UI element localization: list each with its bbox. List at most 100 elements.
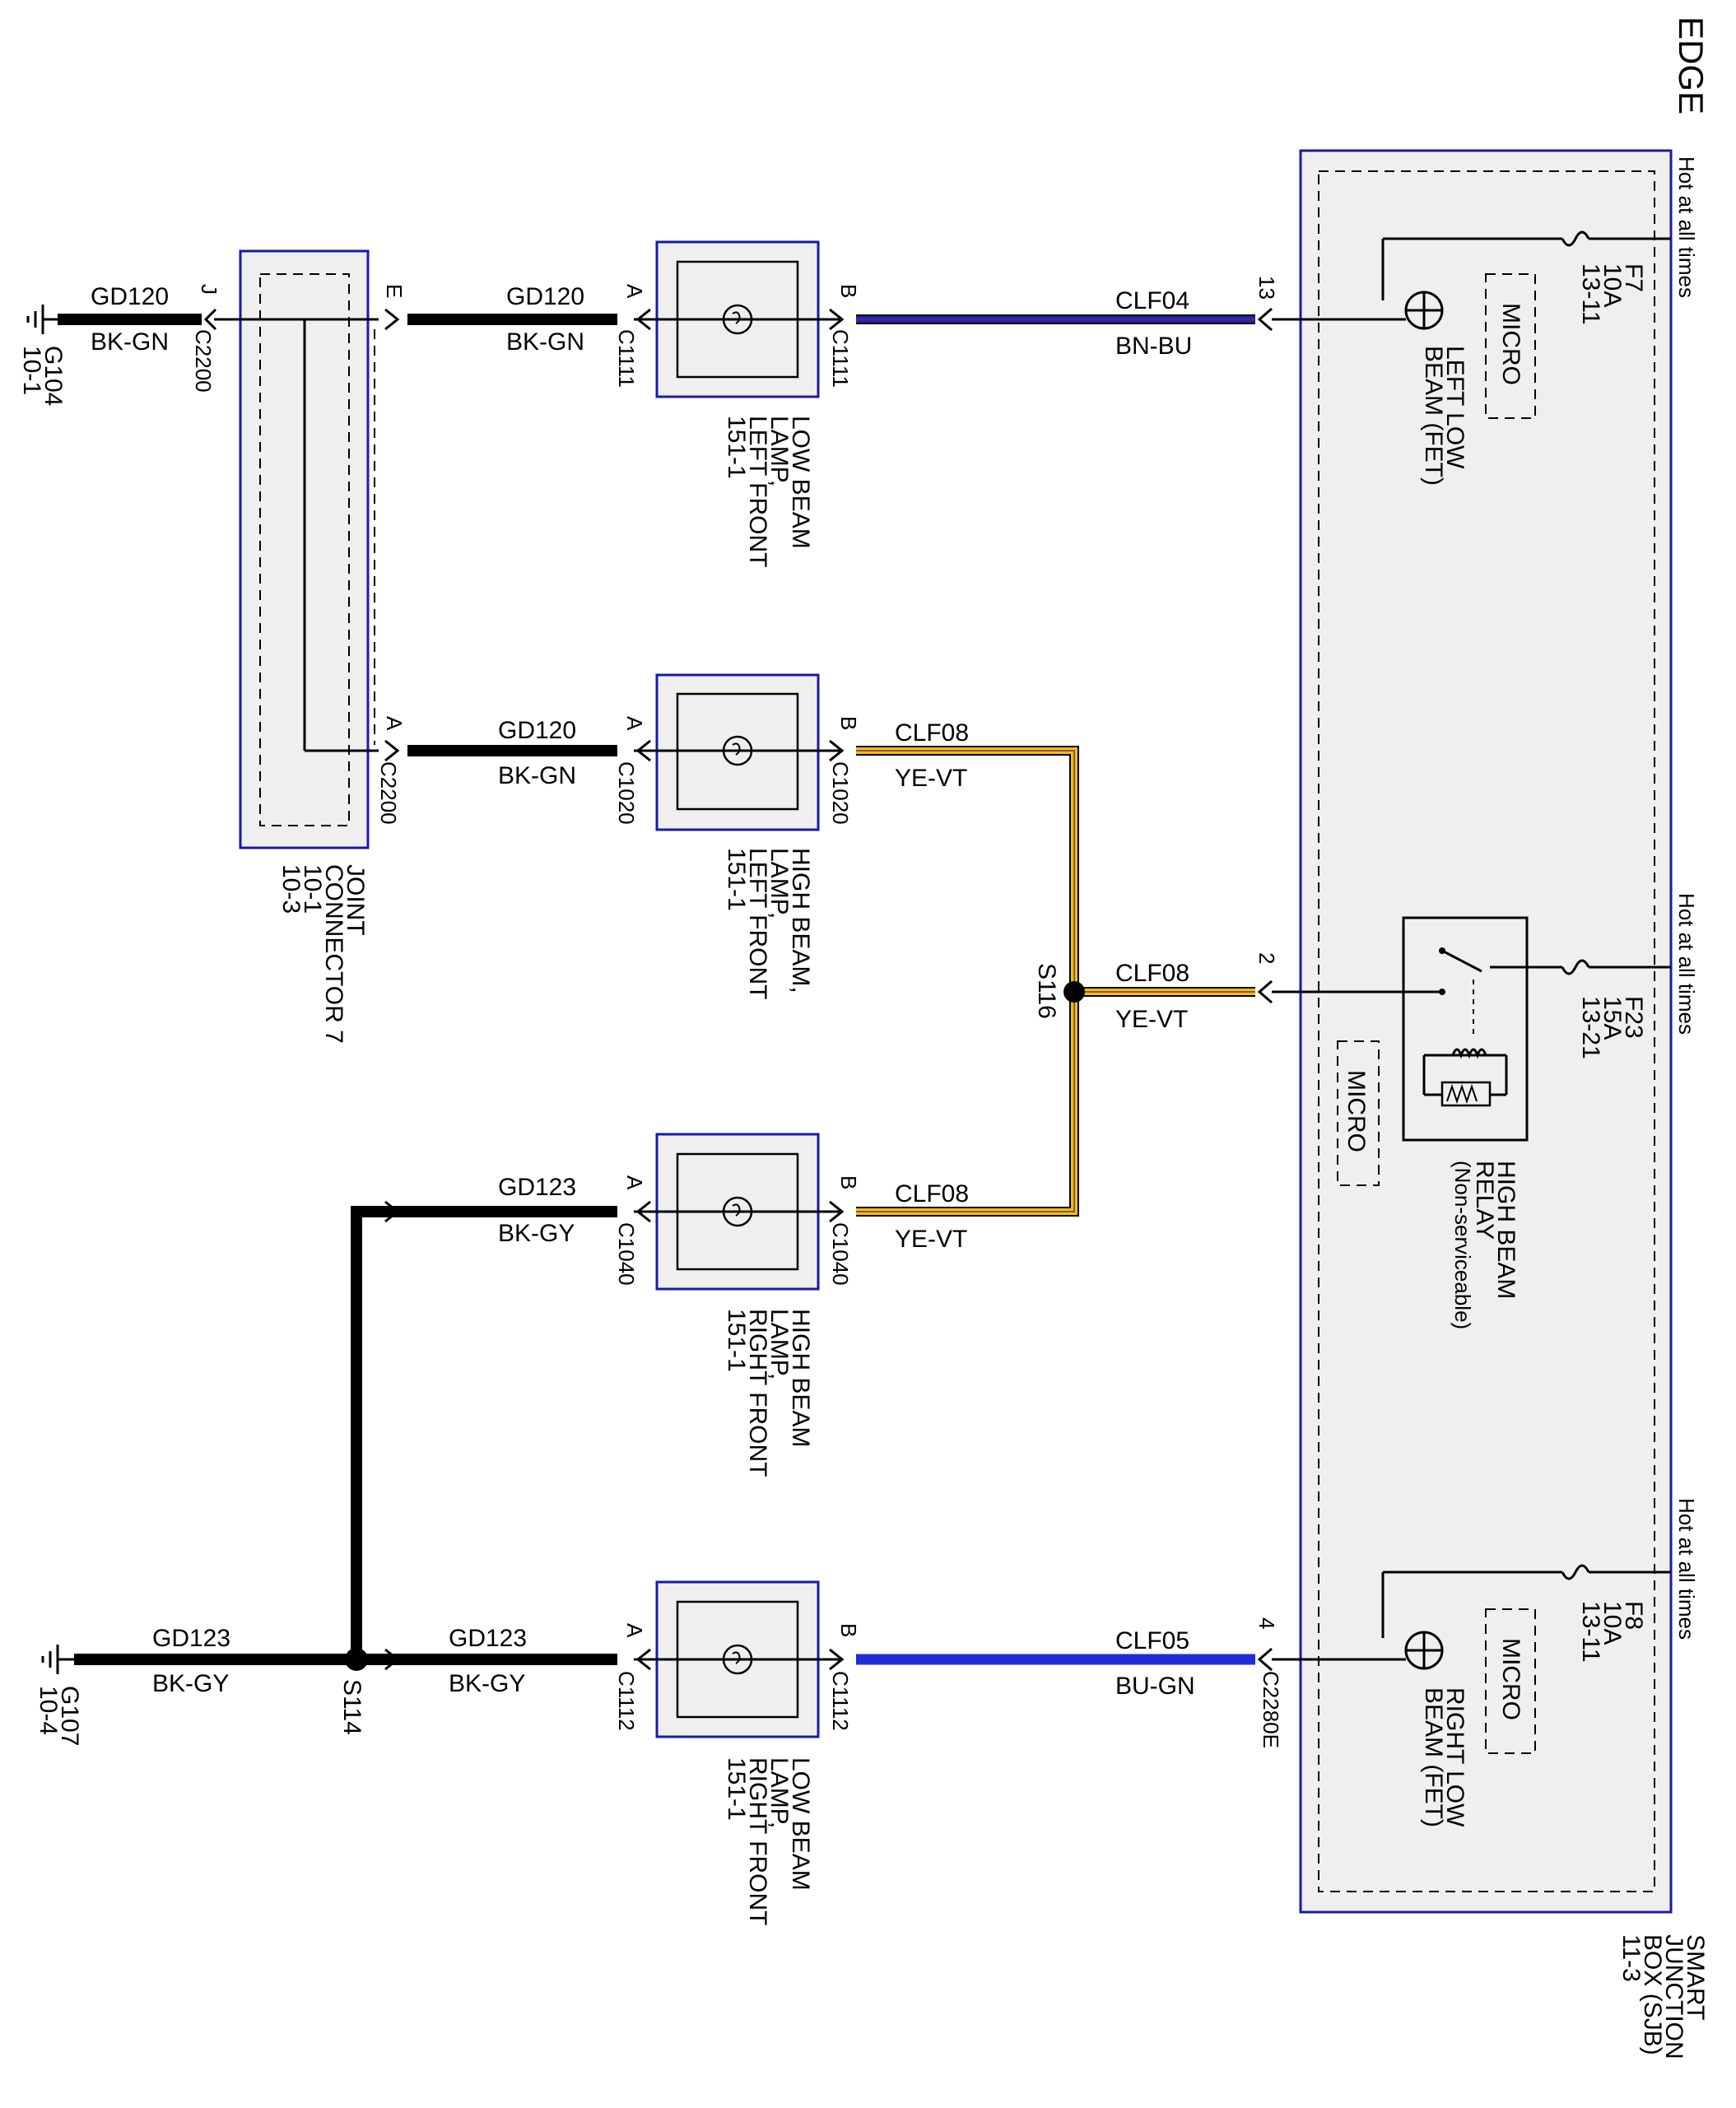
pin-4: 4 bbox=[1254, 1617, 1279, 1629]
svg-text:C1112: C1112 bbox=[614, 1671, 639, 1731]
wire-gd120-high-left: GD120 BK-GN bbox=[384, 717, 617, 789]
svg-text:LAMP,: LAMP, bbox=[766, 416, 793, 486]
svg-text:RIGHT LOW: RIGHT LOW bbox=[1441, 1687, 1468, 1827]
svg-text:C1111: C1111 bbox=[614, 329, 639, 388]
svg-text:BOX (SJB): BOX (SJB) bbox=[1639, 1934, 1666, 2055]
svg-text:151-1: 151-1 bbox=[723, 848, 750, 911]
svg-text:GD123: GD123 bbox=[498, 1174, 576, 1201]
svg-text:C1112: C1112 bbox=[828, 1671, 853, 1731]
svg-text:RIGHT FRONT: RIGHT FRONT bbox=[744, 1309, 771, 1477]
svg-text:YE-VT: YE-VT bbox=[895, 765, 967, 792]
svg-text:LEFT LOW: LEFT LOW bbox=[1441, 346, 1468, 469]
svg-text:BK-GN: BK-GN bbox=[91, 328, 169, 356]
svg-text:C1111: C1111 bbox=[828, 329, 853, 388]
svg-text:RELAY: RELAY bbox=[1471, 1161, 1498, 1240]
svg-text:10-1: 10-1 bbox=[299, 864, 326, 914]
wire-gd120-low-left: GD120 BK-GN bbox=[384, 283, 617, 356]
svg-text:BK-GN: BK-GN bbox=[498, 762, 576, 789]
svg-text:JOINT: JOINT bbox=[342, 864, 369, 936]
svg-text:13-21: 13-21 bbox=[1577, 996, 1604, 1059]
svg-text:A: A bbox=[622, 1175, 647, 1190]
hot-label-2: Hot at all times bbox=[1674, 893, 1699, 1035]
pin-2: 2 bbox=[1254, 952, 1279, 964]
micro-label-1: MICRO bbox=[1497, 303, 1524, 385]
right-low-beam-fet: MICRO RIGHT LOW BEAM (FET) bbox=[1404, 1608, 1536, 1827]
svg-text:HIGH BEAM,: HIGH BEAM, bbox=[787, 848, 814, 994]
svg-text:11-3: 11-3 bbox=[1617, 1934, 1645, 1982]
left-low-beam-fet: MICRO LEFT LOW BEAM (FET) bbox=[1404, 273, 1536, 486]
svg-text:C1020: C1020 bbox=[614, 761, 639, 825]
svg-text:HIGH BEAM: HIGH BEAM bbox=[787, 1309, 814, 1447]
high-beam-relay: HIGH BEAM RELAY (Non-serviceable) bbox=[1402, 916, 1529, 1329]
svg-text:BK-GY: BK-GY bbox=[152, 1670, 229, 1697]
svg-text:GD123: GD123 bbox=[449, 1625, 527, 1652]
svg-text:GD120: GD120 bbox=[498, 717, 576, 744]
fuse-f23: F23 15A 13-21 bbox=[1490, 959, 1647, 1059]
svg-text:BK-GN: BK-GN bbox=[506, 328, 584, 356]
svg-text:151-1: 151-1 bbox=[723, 1309, 750, 1372]
svg-text:151-1: 151-1 bbox=[723, 416, 750, 479]
svg-text:GD120: GD120 bbox=[506, 283, 584, 310]
svg-text:BK-GY: BK-GY bbox=[498, 1220, 575, 1247]
svg-text:GD123: GD123 bbox=[152, 1625, 230, 1652]
svg-text:JUNCTION: JUNCTION bbox=[1660, 1934, 1687, 2059]
svg-text:CLF08: CLF08 bbox=[895, 719, 969, 747]
svg-text:CONNECTOR 7: CONNECTOR 7 bbox=[320, 864, 347, 1044]
svg-text:HIGH BEAM: HIGH BEAM bbox=[1492, 1161, 1520, 1299]
svg-text:F23: F23 bbox=[1620, 996, 1647, 1039]
wire-clf04: CLF04 BN-BU bbox=[856, 287, 1273, 360]
svg-text:LAMP,: LAMP, bbox=[766, 1757, 793, 1828]
svg-text:E: E bbox=[382, 284, 407, 298]
svg-text:F8: F8 bbox=[1620, 1601, 1647, 1630]
micro-label-3: MICRO bbox=[1497, 1638, 1524, 1720]
svg-text:BEAM (FET): BEAM (FET) bbox=[1420, 1687, 1447, 1827]
svg-text:LEFT FRONT: LEFT FRONT bbox=[744, 416, 771, 567]
splice-s116-label: S116 bbox=[1033, 963, 1060, 1019]
svg-text:(Non-serviceable): (Non-serviceable) bbox=[1450, 1161, 1475, 1329]
wire-gd123-high-right: GD123 BK-GY bbox=[351, 1174, 617, 1659]
svg-text:BN-BU: BN-BU bbox=[1115, 333, 1192, 360]
svg-text:J: J bbox=[197, 284, 221, 295]
svg-text:G107: G107 bbox=[56, 1686, 83, 1746]
fuse-f8: F8 10A 13-11 bbox=[1381, 1564, 1647, 1663]
lamp-low-beam-right-front: A B C1112 C1112 LOW BEAM LAMP, RIGHT FRO… bbox=[614, 1580, 861, 1925]
svg-text:BK-GY: BK-GY bbox=[449, 1670, 525, 1697]
svg-text:A: A bbox=[382, 716, 407, 731]
ground-g104: G104 10-1 bbox=[18, 305, 67, 406]
svg-text:LEFT FRONT: LEFT FRONT bbox=[744, 848, 771, 999]
svg-text:BEAM (FET): BEAM (FET) bbox=[1420, 346, 1447, 486]
lamp-low-beam-left-front: A B C1111 C1111 LOW BEAM LAMP, LEFT FRON… bbox=[614, 240, 861, 567]
svg-text:A: A bbox=[622, 284, 647, 299]
splice-s116 bbox=[1063, 981, 1085, 1003]
svg-text:13-11: 13-11 bbox=[1577, 263, 1604, 325]
wire-clf08: S116 CLF08 YE-VT CLF08 YE-VT CLF08 YE-VT bbox=[856, 719, 1273, 1253]
svg-text:A: A bbox=[622, 716, 647, 731]
svg-text:C2200: C2200 bbox=[191, 329, 216, 393]
wire-gd120-ground: GD120 BK-GN bbox=[58, 283, 217, 356]
svg-text:RIGHT FRONT: RIGHT FRONT bbox=[744, 1757, 771, 1925]
hot-label-3: Hot at all times bbox=[1674, 1498, 1699, 1640]
svg-text:CLF08: CLF08 bbox=[1115, 960, 1189, 987]
joint-connector-7: E A J C2200 C2200 JOINT CONNECTOR 7 10-1… bbox=[191, 249, 407, 1044]
svg-text:C1040: C1040 bbox=[828, 1222, 853, 1286]
svg-text:SMART: SMART bbox=[1682, 1934, 1709, 2020]
connector-c2280e: C2280E bbox=[1259, 1671, 1283, 1748]
svg-text:10-4: 10-4 bbox=[35, 1686, 62, 1735]
svg-text:13-11: 13-11 bbox=[1577, 1601, 1604, 1663]
pin-13: 13 bbox=[1254, 276, 1279, 300]
svg-text:B: B bbox=[836, 716, 861, 730]
svg-text:B: B bbox=[836, 284, 861, 298]
svg-text:10A: 10A bbox=[1599, 263, 1626, 307]
svg-text:C2200: C2200 bbox=[376, 761, 401, 825]
svg-text:BU-GN: BU-GN bbox=[1115, 1673, 1195, 1700]
hot-label-1: Hot at all times bbox=[1674, 156, 1699, 298]
svg-text:F7: F7 bbox=[1620, 263, 1647, 292]
lamp-high-beam-left-front: A B C1020 C1020 HIGH BEAM, LAMP, LEFT FR… bbox=[614, 673, 861, 999]
page-title: EDGE bbox=[1672, 16, 1710, 114]
fuse-f7: F7 10A 13-11 bbox=[1381, 230, 1647, 325]
svg-text:C1040: C1040 bbox=[614, 1222, 639, 1286]
svg-text:YE-VT: YE-VT bbox=[1115, 1006, 1188, 1033]
svg-text:G104: G104 bbox=[40, 346, 67, 406]
svg-text:CLF05: CLF05 bbox=[1115, 1627, 1189, 1654]
wire-clf05: CLF05 BU-GN bbox=[856, 1627, 1273, 1700]
